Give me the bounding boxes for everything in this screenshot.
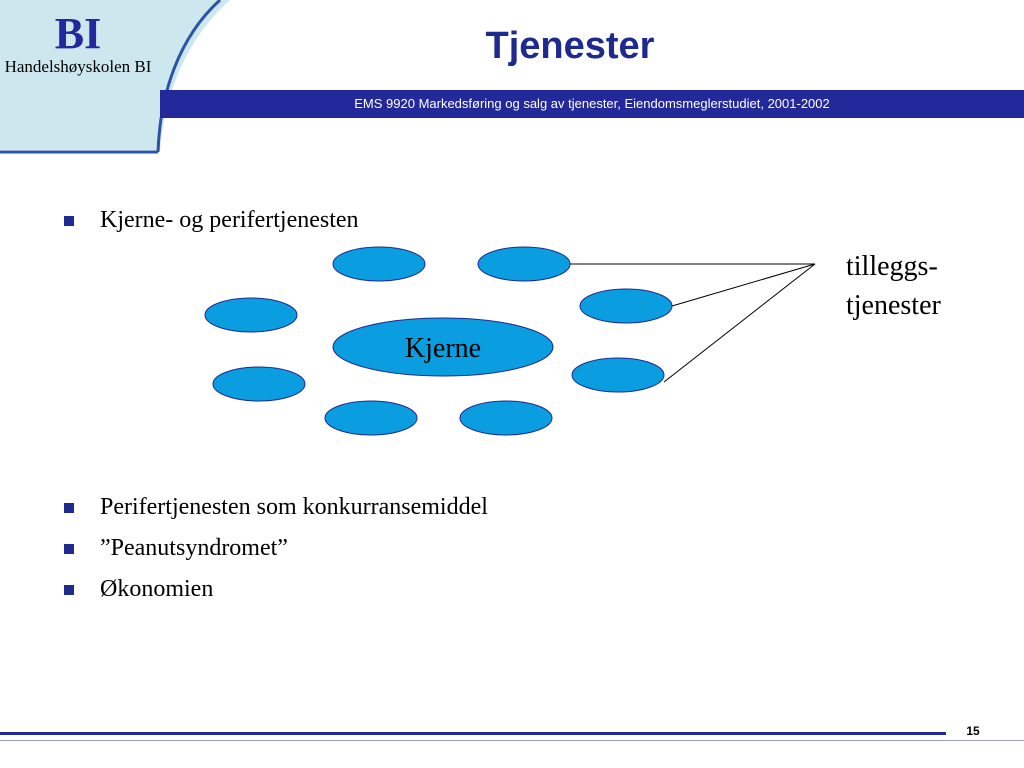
peripheral-service-ellipse: [324, 400, 418, 436]
side-label-line2: tjenester: [846, 290, 942, 321]
slide-title: Tjenester: [485, 25, 655, 67]
bullet-square-icon: [64, 544, 74, 554]
bullet-text: Perifertjenesten som konkurransemiddel: [100, 494, 488, 520]
bullet-item: ”Peanutsyndromet”: [60, 528, 488, 569]
peripheral-service-ellipse: [204, 297, 298, 333]
peripheral-service-ellipse: [332, 246, 426, 282]
side-label-line1: tilleggs-: [846, 251, 938, 282]
bullet-square-icon: [64, 585, 74, 595]
header-band: EMS 9920 Markedsføring og salg av tjenes…: [160, 90, 1024, 118]
logo-mark: BI: [55, 9, 101, 58]
bullet-square-icon: [64, 216, 74, 226]
peripheral-service-ellipse: [579, 288, 673, 324]
bullet-item: Perifertjenesten som konkurransemiddel: [60, 487, 488, 528]
bullet-list-bottom: Perifertjenesten som konkurransemiddel ”…: [60, 487, 488, 610]
logo-curve: [156, 0, 222, 153]
logo-corner-graphic: BI Handelshøyskolen BI: [0, 0, 230, 154]
bullet-text: Økonomien: [100, 576, 214, 602]
peripheral-service-ellipse: [571, 357, 665, 393]
core-label: Kjerne: [405, 333, 481, 364]
bullet-text: Kjerne- og perifertjenesten: [100, 207, 359, 233]
logo-name: Handelshøyskolen BI: [5, 57, 152, 76]
peripheral-service-ellipse: [212, 366, 306, 402]
bullet-list-top: Kjerne- og perifertjenesten: [60, 200, 359, 241]
footer-rule: [0, 732, 946, 735]
header-band-text: EMS 9920 Markedsføring og salg av tjenes…: [354, 96, 830, 111]
bullet-square-icon: [64, 503, 74, 513]
bullet-item: Kjerne- og perifertjenesten: [60, 200, 359, 241]
peripheral-service-ellipse: [459, 400, 553, 436]
bullet-item: Økonomien: [60, 569, 488, 610]
peripheral-service-ellipse: [477, 246, 571, 282]
connector-line: [671, 263, 816, 307]
logo-background-shape: [0, 0, 230, 150]
footer-rule-thin: [0, 740, 1024, 741]
connector-line: [663, 263, 816, 383]
page-number: 15: [966, 724, 980, 738]
core-service-ellipse: [332, 317, 554, 377]
bullet-text: ”Peanutsyndromet”: [100, 535, 288, 561]
